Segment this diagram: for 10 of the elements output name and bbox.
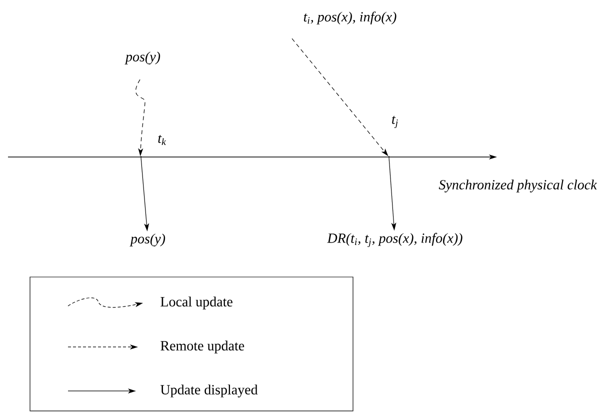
time-label: t$_{k}$ (158, 134, 166, 145)
formula-text: pos(y) (124, 52, 160, 64)
legend-text: Local update (160, 296, 232, 310)
legend-text: Remote update (160, 340, 244, 354)
formula-text: t$_{i}$, pos(x), info(x) (304, 12, 396, 24)
formula-text: DR(t$_{i}$, t$_{j}$, pos(x), info(x)) (327, 232, 462, 248)
legend-text: Update displayed (160, 384, 258, 398)
formula-text: pos(y) (130, 234, 166, 246)
axis-label: Synchronized physical clock (438, 180, 597, 192)
time-label: t$_{j}$ (392, 116, 398, 128)
